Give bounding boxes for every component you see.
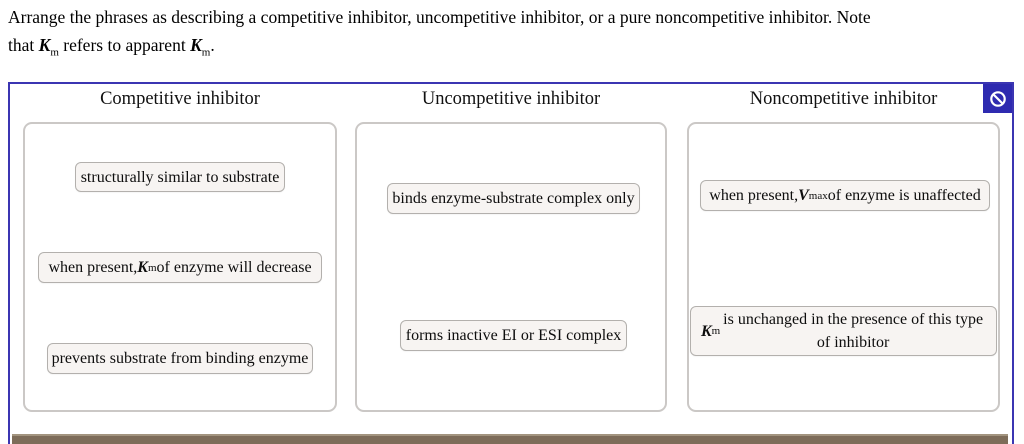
prohibition-icon (988, 89, 1008, 109)
phrase-chip[interactable]: prevents substrate from binding enzyme (47, 343, 313, 374)
phrase-chip[interactable]: binds enzyme-substrate complex only (387, 183, 640, 214)
column-header-competitive: Competitive inhibitor (100, 89, 260, 109)
column-header-uncompetitive: Uncompetitive inhibitor (421, 89, 601, 109)
phrase-chip[interactable]: structurally similar to substrate (75, 162, 285, 192)
bottom-tray-edge (12, 434, 1008, 444)
instructions-line-1: Arrange the phrases as describing a comp… (8, 7, 871, 27)
sorting-board: Competitive inhibitor Uncompetitive inhi… (8, 82, 1014, 444)
phrase-chip[interactable]: forms inactive EI or ESI complex (400, 320, 627, 351)
instructions-line-2: that Km refers to apparent Km. (8, 35, 215, 59)
instructions: Arrange the phrases as describing a comp… (8, 3, 1018, 59)
disable-button[interactable] (983, 84, 1012, 113)
dropzone-competitive[interactable]: structurally similar to substrate when p… (23, 122, 337, 412)
column-header-noncompetitive: Noncompetitive inhibitor (749, 89, 938, 109)
dropzone-uncompetitive[interactable]: binds enzyme-substrate complex only form… (355, 122, 667, 412)
